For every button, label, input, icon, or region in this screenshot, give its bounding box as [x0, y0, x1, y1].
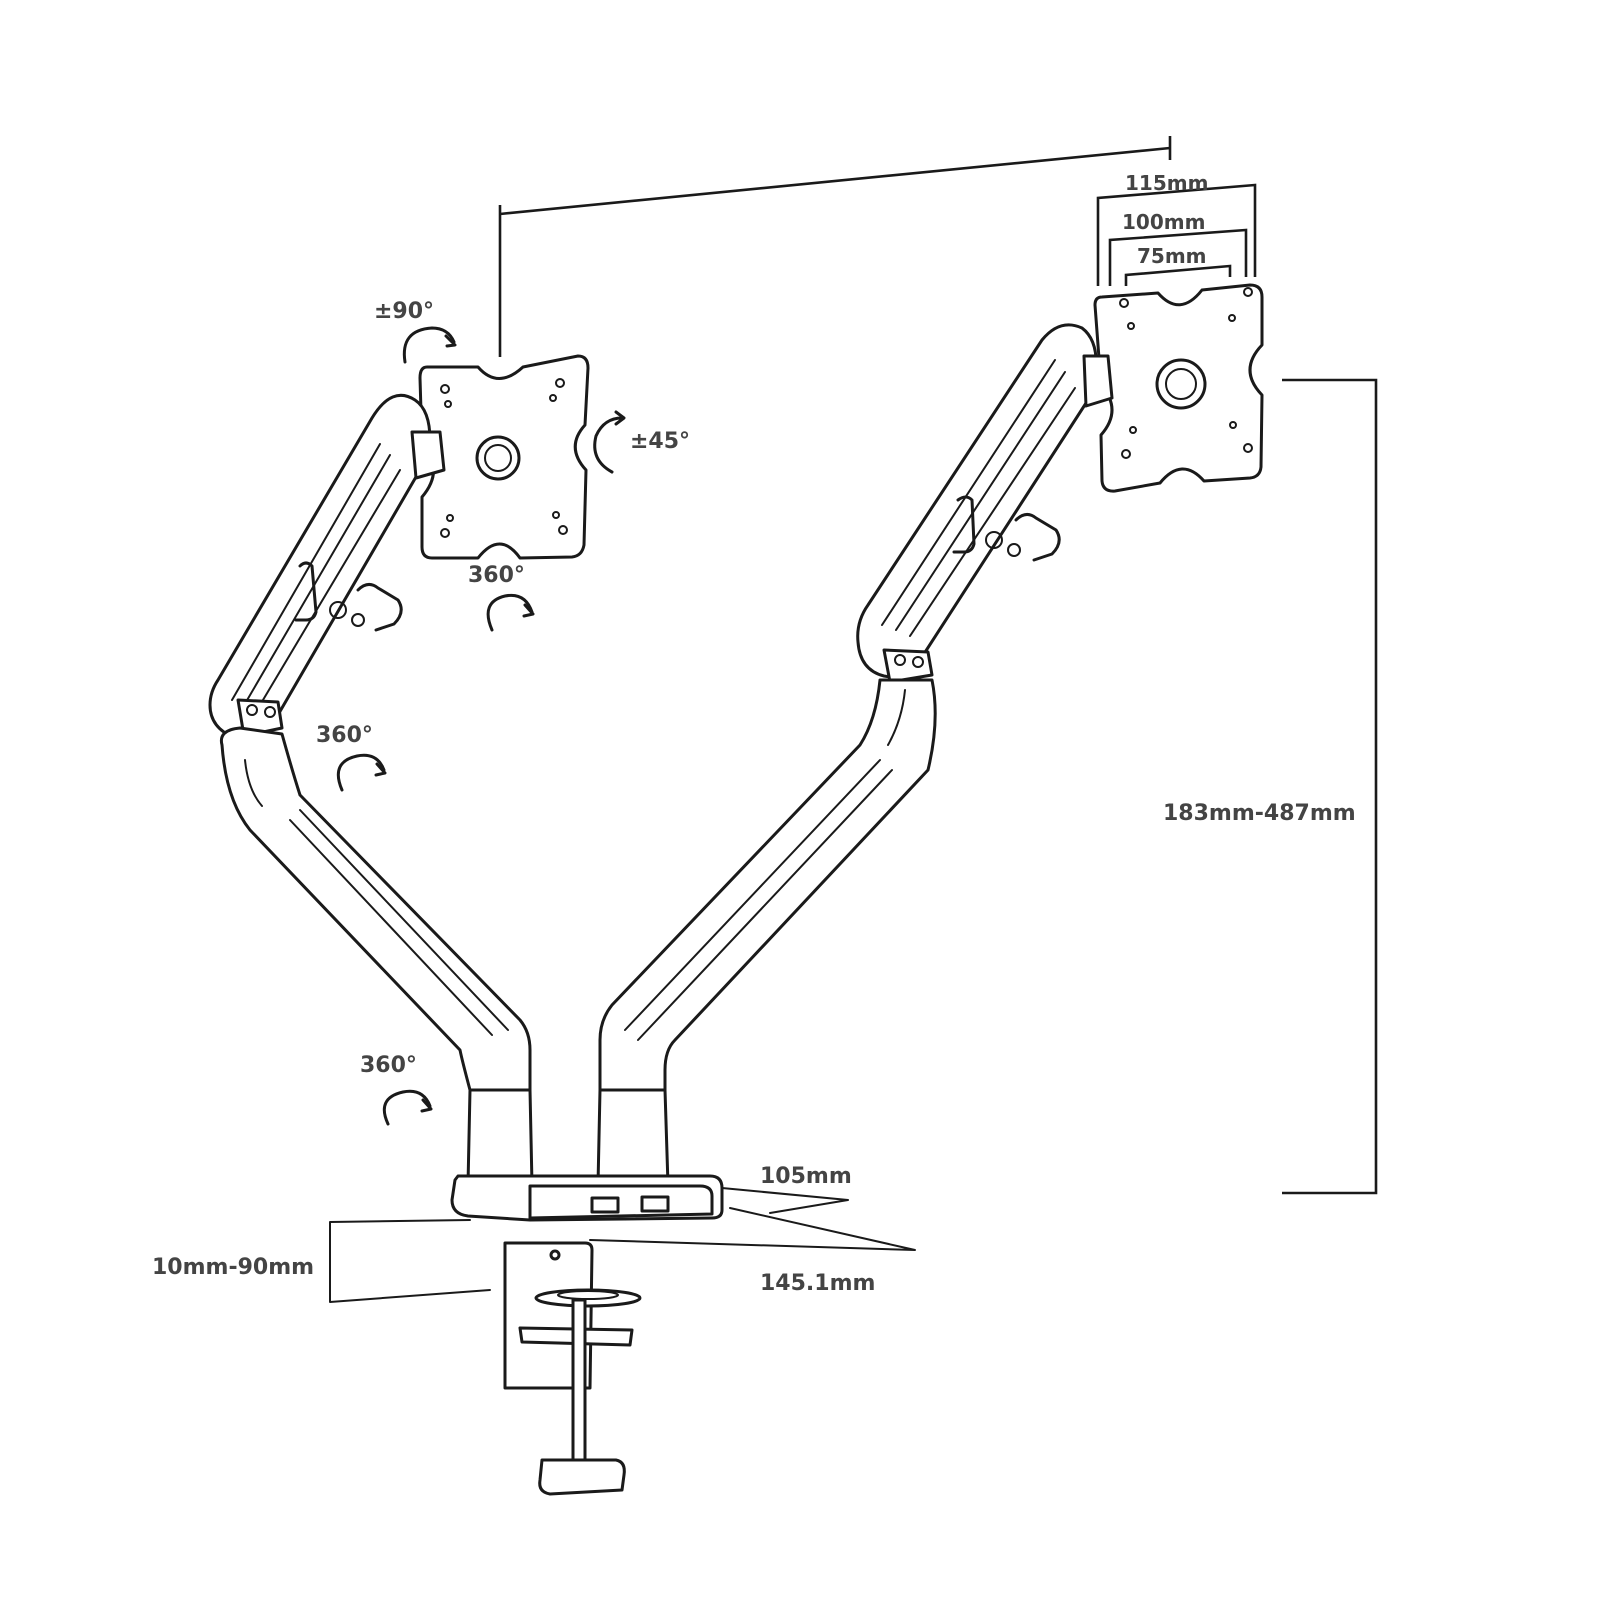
left-upper-arm: [208, 394, 446, 741]
vesa-75-bracket: [1124, 264, 1232, 286]
elbow-swivel-arrow-icon: [336, 753, 387, 792]
base-width-label: 145.1mm: [760, 1271, 875, 1296]
base-depth-label: 105mm: [760, 1164, 852, 1189]
plate-swivel-label: 360°: [468, 563, 525, 588]
left-lower-arm: [219, 726, 532, 1092]
left-post: [466, 1088, 534, 1187]
base-unit: [450, 1174, 724, 1222]
tilt-90-label: ±90°: [374, 299, 434, 324]
vesa-115-bracket: [1096, 183, 1257, 286]
vesa-75-label: 75mm: [1137, 244, 1207, 268]
tilt-45-label: ±45°: [630, 429, 690, 454]
right-post: [596, 1088, 670, 1187]
vesa-115-label: 115mm: [1125, 171, 1208, 195]
plate-swivel-arrow-icon: [486, 593, 535, 632]
height-range-bracket: [1282, 378, 1378, 1195]
usb-port-icon: [590, 1196, 620, 1214]
elbow-swivel-label: 360°: [316, 723, 373, 748]
right-upper-arm: [856, 323, 1114, 684]
base-swivel-arrow-icon: [382, 1089, 433, 1126]
clamp-range-label: 10mm-90mm: [152, 1255, 314, 1280]
tilt-45-arrow-icon: [593, 410, 626, 474]
base-swivel-label: 360°: [360, 1053, 417, 1078]
vesa-100-label: 100mm: [1122, 210, 1205, 234]
tilt-90-arrow-icon: [402, 326, 457, 364]
vesa-100-bracket: [1108, 228, 1248, 286]
left-vesa-plate: [418, 354, 590, 560]
usb-port-icon: [640, 1195, 670, 1213]
right-lower-arm: [598, 678, 937, 1092]
desk-surface: [329, 1187, 916, 1303]
right-vesa-plate: [1093, 283, 1264, 493]
overall-width-dimension: [498, 136, 1172, 357]
height-range-label: 183mm-487mm: [1163, 801, 1356, 826]
desk-clamp: [503, 1241, 642, 1496]
